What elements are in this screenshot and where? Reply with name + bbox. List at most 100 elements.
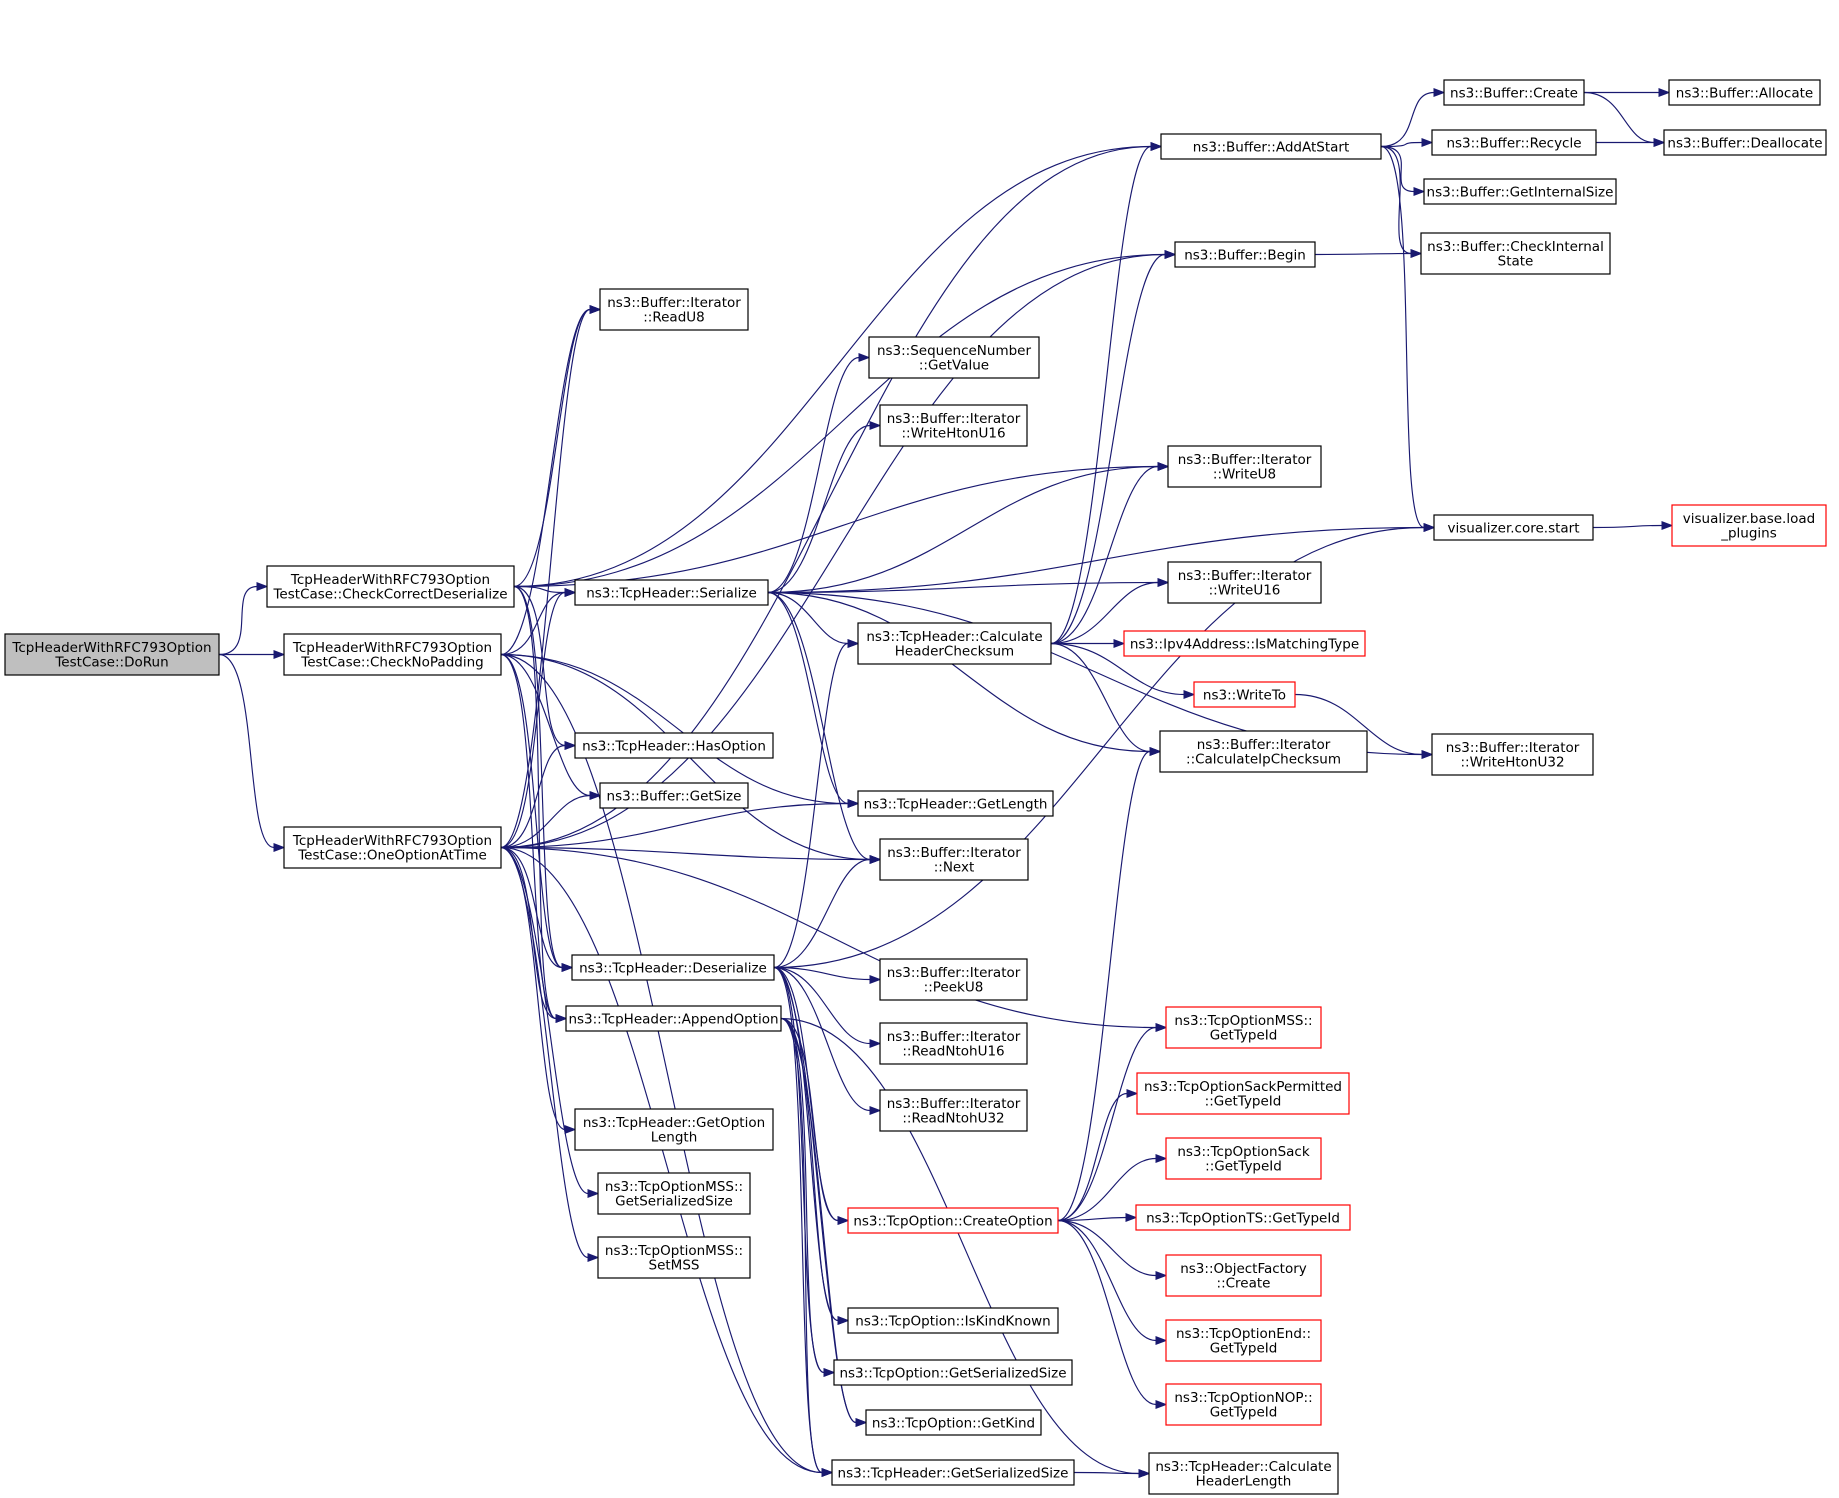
node-addatstart[interactable]: ns3::Buffer::AddAtStart [1160,133,1382,160]
node-nop_typeid[interactable]: ns3::TcpOptionNOP::GetTypeId [1165,1383,1322,1426]
node-writehtonu16[interactable]: ns3::Buffer::Iterator::WriteHtonU16 [879,404,1028,447]
node-label-serialize-0: ns3::TcpHeader::Serialize [586,585,757,601]
node-writehtonu32[interactable]: ns3::Buffer::Iterator::WriteHtonU32 [1431,733,1594,776]
edge-createoption-to-mss_typeid [1057,1026,1157,1222]
node-begin[interactable]: ns3::Buffer::Begin [1174,241,1316,268]
node-create[interactable]: ns3::Buffer::Create [1443,79,1585,106]
node-label-readntohu32-0: ns3::Buffer::Iterator [887,1096,1021,1112]
node-box-mss_typeid [1165,1006,1322,1049]
edge-deserialize-to-calcchecksum [773,642,849,969]
node-hasoption[interactable]: ns3::TcpHeader::HasOption [574,732,774,759]
node-createoption[interactable]: ns3::TcpOption::CreateOption [847,1207,1059,1234]
node-getkind[interactable]: ns3::TcpOption::GetKind [865,1409,1042,1436]
node-getlength[interactable]: ns3::TcpHeader::GetLength [857,790,1054,817]
node-ccd[interactable]: TcpHeaderWithRFC793OptionTestCase::Check… [266,565,515,608]
node-label-next-0: ns3::Buffer::Iterator [887,845,1021,861]
edge-dorun-to-ooat [218,653,275,849]
node-iskindknown[interactable]: ns3::TcpOption::IsKindKnown [847,1307,1059,1334]
arrowhead-ooat-to-mss_setmss [587,1252,600,1263]
node-mss_getser[interactable]: ns3::TcpOptionMSS::GetSerializedSize [597,1172,751,1215]
arrowhead-createoption-to-mss_typeid [1155,1022,1168,1033]
node-ts_typeid[interactable]: ns3::TcpOptionTS::GetTypeId [1135,1204,1351,1231]
node-label-deserialize-0: ns3::TcpHeader::Deserialize [579,960,767,976]
node-box-deallocate [1663,129,1827,156]
node-writeu16[interactable]: ns3::Buffer::Iterator::WriteU16 [1167,561,1322,604]
node-ismatching[interactable]: ns3::Ipv4Address::IsMatchingType [1123,630,1366,657]
node-viz_loadplugins[interactable]: visualizer.base.load_plugins [1671,504,1827,547]
node-label-begin-0: ns3::Buffer::Begin [1184,247,1306,263]
node-label-sackperm_typeid-1: ::GetTypeId [1205,1094,1282,1110]
node-box-opt_getser [833,1359,1073,1386]
node-peeku8[interactable]: ns3::Buffer::Iterator::PeekU8 [879,958,1028,1001]
node-box-hasoption [574,732,774,759]
node-writeu8[interactable]: ns3::Buffer::Iterator::WriteU8 [1167,445,1322,488]
node-deallocate[interactable]: ns3::Buffer::Deallocate [1663,129,1827,156]
node-mss_typeid[interactable]: ns3::TcpOptionMSS::GetTypeId [1165,1006,1322,1049]
node-opt_getser[interactable]: ns3::TcpOption::GetSerializedSize [833,1359,1073,1386]
node-box-sackperm_typeid [1136,1072,1350,1115]
node-label-cnp-0: TcpHeaderWithRFC793Option [292,640,492,656]
node-readu8[interactable]: ns3::Buffer::Iterator::ReadU8 [599,288,749,331]
node-box-nop_typeid [1165,1383,1322,1426]
node-seq_getvalue[interactable]: ns3::SequenceNumber::GetValue [868,336,1040,379]
node-hdr_getser[interactable]: ns3::TcpHeader::GetSerializedSize [831,1459,1075,1486]
arrowhead-createoption-to-ts_typeid [1125,1212,1138,1223]
node-label-writehtonu32-0: ns3::Buffer::Iterator [1446,740,1580,756]
node-viz_start[interactable]: visualizer.core.start [1433,514,1594,541]
node-recycle[interactable]: ns3::Buffer::Recycle [1431,129,1597,156]
node-label-dorun-1: TestCase::DoRun [54,655,168,671]
node-label-recycle-0: ns3::Buffer::Recycle [1446,135,1581,151]
node-box-writeto [1193,681,1296,708]
node-label-ismatching-0: ns3::Ipv4Address::IsMatchingType [1130,636,1359,652]
node-label-calchdrlen-1: HeaderLength [1196,1474,1292,1490]
node-box-recycle [1431,129,1597,156]
node-getinternalsize[interactable]: ns3::Buffer::GetInternalSize [1423,178,1617,205]
edge-addatstart-to-create [1380,91,1435,148]
node-sackperm_typeid[interactable]: ns3::TcpOptionSackPermitted::GetTypeId [1136,1072,1350,1115]
node-serialize[interactable]: ns3::TcpHeader::Serialize [574,579,769,606]
node-getsize[interactable]: ns3::Buffer::GetSize [599,782,749,809]
node-end_typeid[interactable]: ns3::TcpOptionEnd::GetTypeId [1165,1319,1322,1362]
node-readntohu32[interactable]: ns3::Buffer::Iterator::ReadNtohU32 [879,1089,1028,1132]
node-calcipchecksum[interactable]: ns3::Buffer::Iterator::CalculateIpChecks… [1159,730,1368,773]
node-mss_setmss[interactable]: ns3::TcpOptionMSS::SetMSS [597,1236,751,1279]
arrowhead-deserialize-to-next [869,854,882,865]
node-readntohu16[interactable]: ns3::Buffer::Iterator::ReadNtohU16 [879,1022,1028,1065]
node-label-getoptionlength-0: ns3::TcpHeader::GetOption [583,1115,765,1131]
arrowhead-deserialize-to-peeku8 [869,974,882,985]
node-box-readu8 [599,288,749,331]
edge-ooat-to-mss_setmss [500,846,589,1259]
edge-serialize-to-calcchecksum [767,591,849,645]
node-ooat[interactable]: TcpHeaderWithRFC793OptionTestCase::OneOp… [283,826,502,869]
node-allocate[interactable]: ns3::Buffer::Allocate [1668,79,1821,106]
node-writeto[interactable]: ns3::WriteTo [1193,681,1296,708]
node-sack_typeid[interactable]: ns3::TcpOptionSack::GetTypeId [1165,1137,1322,1180]
arrowhead-appendoption-to-getkind [855,1417,868,1428]
node-label-writeu8-0: ns3::Buffer::Iterator [1178,452,1312,468]
node-box-ooat [283,826,502,869]
node-cnp[interactable]: TcpHeaderWithRFC793OptionTestCase::Check… [283,633,502,676]
node-label-calcipchecksum-1: ::CalculateIpChecksum [1186,752,1341,768]
edge-appendoption-to-calchdrlen [780,1017,1140,1475]
node-objfactory[interactable]: ns3::ObjectFactory::Create [1165,1254,1322,1297]
node-label-mss_setmss-1: SetMSS [649,1258,700,1274]
edge-serialize-to-writeu16 [767,581,1159,594]
arrowhead-serialize-to-seq_getvalue [858,352,871,363]
edge-addatstart-to-recycle [1380,141,1423,148]
edge-calcchecksum-to-writeto [1050,642,1185,696]
node-label-mss_getser-1: GetSerializedSize [615,1194,733,1210]
node-box-getinternalsize [1423,178,1617,205]
node-label-next-1: ::Next [934,860,975,876]
edge-appendoption-to-hdr_getser [780,1017,823,1474]
node-next[interactable]: ns3::Buffer::Iterator::Next [879,838,1029,881]
node-appendoption[interactable]: ns3::TcpHeader::AppendOption [565,1005,782,1032]
edge-writeto-to-writehtonu32 [1294,693,1423,756]
node-label-readntohu32-1: ::ReadNtohU32 [902,1111,1004,1127]
edge-createoption-to-sack_typeid [1057,1157,1157,1222]
node-deserialize[interactable]: ns3::TcpHeader::Deserialize [571,954,775,981]
